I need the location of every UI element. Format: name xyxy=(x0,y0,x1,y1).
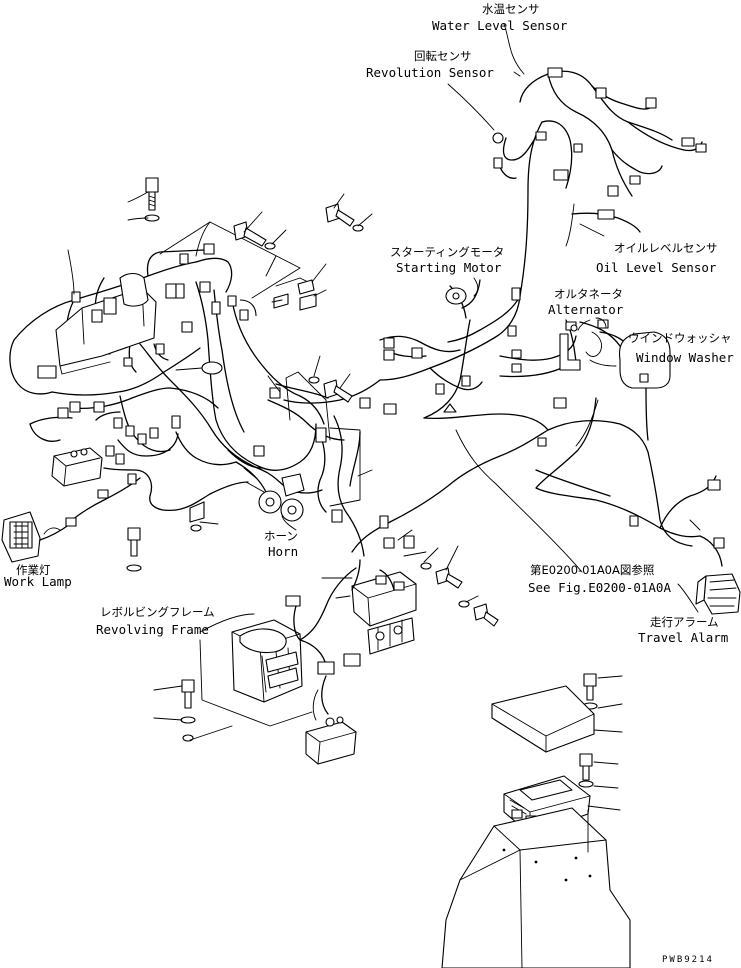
oil-level-sensor xyxy=(598,210,614,219)
revolution-sensor-en: Revolution Sensor xyxy=(366,65,494,80)
cab-base xyxy=(442,808,630,968)
left-terminal-block xyxy=(52,448,102,486)
callout-labels: 水温センサ Water Level Sensor 回転センサ Revolutio… xyxy=(4,2,734,965)
travel-alarm xyxy=(696,574,740,614)
control-box xyxy=(56,274,156,375)
leader-lines xyxy=(44,24,700,852)
solenoid-valve-block xyxy=(300,560,416,654)
drawing-code: PWB9214 xyxy=(662,955,714,965)
controller-box xyxy=(492,686,594,834)
travel-alarm-jp: 走行アラーム xyxy=(650,615,719,629)
oil-level-sensor-en: Oil Level Sensor xyxy=(596,260,717,275)
alternator-jp: オルタネータ xyxy=(554,287,623,301)
work-lamp xyxy=(2,512,76,562)
water-level-sensor-en: Water Level Sensor xyxy=(432,18,568,33)
revolution-sensor-jp: 回転センサ xyxy=(414,49,472,63)
revolving-frame-en: Revolving Frame xyxy=(96,622,209,637)
revolution-sensor xyxy=(493,133,503,143)
window-washer-jp: ウインドウォッシャ xyxy=(628,331,732,345)
starting-motor-en: Starting Motor xyxy=(396,260,502,275)
central-brackets xyxy=(160,222,360,506)
window-washer xyxy=(620,332,670,440)
alternator-bracket xyxy=(560,318,606,370)
water-level-connector xyxy=(548,68,562,77)
travel-alarm-en: Travel Alarm xyxy=(638,630,728,645)
work-lamp-en: Work Lamp xyxy=(4,574,72,589)
left-harness xyxy=(10,244,370,556)
see-fig-en: See Fig.E0200-01A0A xyxy=(528,580,671,595)
see-fig-jp: 第E0200-01A0A図参照 xyxy=(530,563,654,577)
lower-terminal-block xyxy=(306,717,356,764)
horn-en: Horn xyxy=(268,544,298,559)
water-level-sensor-jp: 水温センサ xyxy=(482,2,540,16)
revolving-frame xyxy=(200,596,360,726)
starting-motor-jp: スターティングモータ xyxy=(390,245,504,259)
main-harness-trunk xyxy=(284,280,724,566)
work-lamp-jp: 作業灯 xyxy=(16,563,51,577)
alternator-en: Alternator xyxy=(548,302,624,317)
horn xyxy=(259,474,304,521)
window-washer-en: Window Washer xyxy=(636,350,734,365)
revolving-frame-jp: レボルビングフレーム xyxy=(100,605,215,619)
horn-jp: ホーン xyxy=(264,529,298,543)
oil-level-sensor-jp: オイルレベルセンサ xyxy=(614,241,718,255)
engine-harness xyxy=(493,68,706,296)
